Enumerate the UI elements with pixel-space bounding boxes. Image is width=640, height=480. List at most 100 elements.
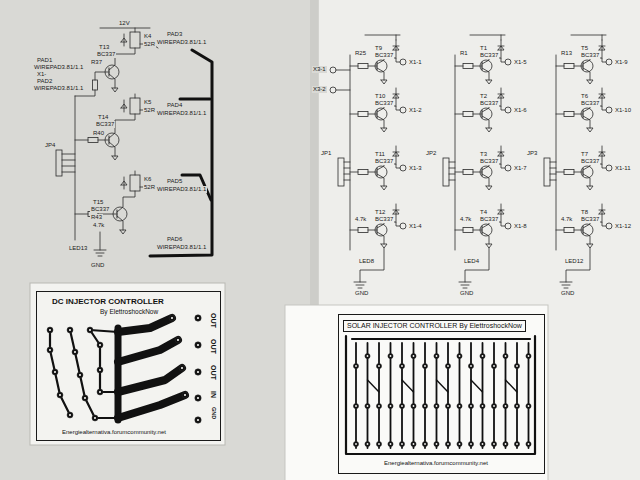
part-label: BC337 — [479, 100, 499, 107]
transistor-base — [482, 62, 483, 70]
wire — [109, 74, 115, 88]
solder-pad — [179, 365, 185, 371]
part-label: BC337 — [580, 158, 600, 165]
solder-pad — [376, 363, 381, 368]
solder-pad — [97, 342, 103, 348]
led-symbol — [486, 244, 492, 248]
wire — [368, 114, 377, 115]
diode-symbol — [393, 152, 399, 153]
diode-symbol — [393, 94, 399, 95]
wire — [501, 35, 502, 40]
wire — [465, 248, 489, 282]
diode-symbol — [121, 38, 127, 42]
part-label: R25 — [354, 50, 367, 57]
solder-pad — [526, 353, 531, 358]
ground-symbol — [564, 288, 568, 289]
part-label: X1-5 — [513, 59, 528, 66]
copper-trace — [118, 318, 172, 332]
terminal-label: IN — [209, 390, 217, 399]
wire — [501, 40, 502, 58]
diode-symbol — [599, 152, 605, 156]
part-label: X1-11 — [614, 165, 632, 172]
solder-pad — [411, 353, 416, 358]
pad-hole — [516, 365, 518, 367]
part-label: BC337 — [374, 216, 394, 223]
part-label: T15 — [92, 199, 104, 206]
part-label: K4 — [143, 33, 152, 40]
wire — [396, 146, 397, 164]
pad-hole — [378, 365, 380, 367]
resistor-symbol — [358, 228, 368, 233]
resistor-symbol — [463, 228, 473, 233]
led-symbol — [587, 128, 593, 132]
solder-pad — [480, 353, 485, 358]
terminal-symbol — [505, 223, 511, 229]
pad-hole — [69, 329, 71, 331]
wire — [336, 90, 350, 91]
diode-symbol — [599, 46, 605, 50]
copper-trace — [90, 330, 118, 392]
diode-symbol — [599, 152, 605, 153]
led-symbol — [120, 230, 126, 234]
pad-hole — [493, 443, 495, 445]
connector-pin — [344, 162, 350, 163]
part-label: X1-8 — [513, 223, 528, 230]
pad-hole — [197, 344, 199, 346]
wire — [368, 230, 377, 231]
copper-trace — [378, 343, 380, 448]
solder-pad — [411, 441, 416, 446]
solder-pad — [195, 315, 201, 321]
terminal-symbol — [505, 107, 511, 113]
pad-hole — [470, 443, 472, 445]
solder-pad — [422, 441, 427, 446]
part-label: LED8 — [358, 258, 375, 265]
pad-hole — [505, 443, 507, 445]
ground-symbol — [354, 282, 366, 283]
part-label: GND — [560, 290, 575, 297]
pad-hole — [390, 405, 392, 407]
diode-symbol — [498, 46, 504, 47]
wire — [583, 116, 590, 128]
terminal-symbol — [606, 107, 612, 113]
signal-bus — [455, 55, 456, 250]
solder-pad — [353, 441, 358, 446]
solder-pad — [47, 327, 53, 333]
pad-hole — [94, 417, 96, 419]
connector-pin — [344, 180, 350, 181]
wire — [566, 248, 590, 282]
diode-symbol — [599, 210, 605, 211]
wire — [583, 106, 606, 112]
resistor-symbol — [564, 170, 574, 175]
pad-hole — [99, 391, 101, 393]
part-label: T3 — [479, 151, 488, 158]
connector-pin — [449, 168, 455, 169]
wire — [455, 172, 463, 173]
signal-bus — [556, 55, 557, 250]
copper-trace — [355, 343, 357, 448]
pad-hole — [516, 443, 518, 445]
diode-symbol — [393, 152, 399, 156]
wire — [556, 114, 564, 115]
ground-symbol — [94, 250, 106, 251]
wire — [501, 88, 502, 106]
part-label: T5 — [580, 45, 589, 52]
connector-pin — [62, 166, 75, 167]
part-label: 4.7k — [92, 222, 105, 229]
part-label: LED13 — [68, 245, 88, 252]
wire — [377, 222, 400, 228]
resistor-symbol — [358, 64, 368, 69]
part-label: BC337 — [580, 100, 600, 107]
transistor-base — [377, 226, 378, 234]
copper-trace — [506, 380, 518, 392]
wire — [602, 146, 603, 164]
diode-symbol — [599, 94, 605, 95]
solder-pad — [503, 403, 508, 408]
wire — [377, 116, 384, 128]
pad-hole — [367, 405, 369, 407]
solder-pad — [457, 403, 462, 408]
led-symbol — [381, 128, 387, 132]
wire — [368, 172, 377, 173]
pad-hole — [528, 405, 530, 407]
copper-trace — [118, 395, 185, 418]
